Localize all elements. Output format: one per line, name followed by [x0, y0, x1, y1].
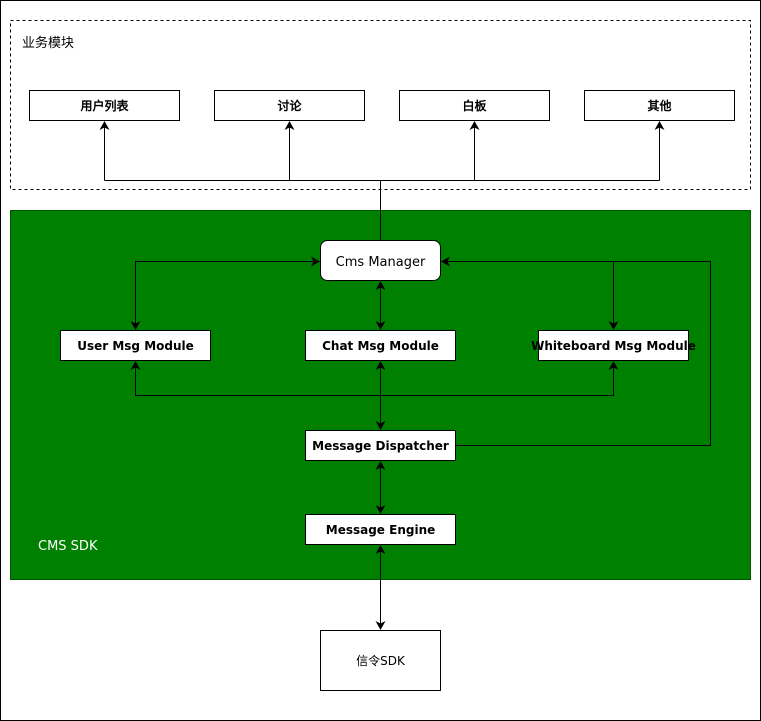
chat-msg-module-label: Chat Msg Module	[322, 339, 439, 353]
module-label-discussion: 讨论	[277, 98, 302, 113]
arrow-dispatcher-to-manager	[441, 256, 711, 446]
message-engine-label: Message Engine	[326, 523, 436, 537]
module-label-whiteboard: 白板	[462, 98, 487, 113]
message-engine-box	[305, 514, 456, 545]
chat-msg-module-box	[305, 330, 456, 361]
signal-sdk-box	[320, 630, 441, 691]
cms-manager-box	[320, 240, 441, 281]
module-box-whiteboard	[399, 90, 550, 121]
signal-sdk-label: 信令SDK	[356, 653, 406, 668]
message-dispatcher-box	[305, 430, 456, 461]
modules-bottom-bus	[130, 361, 619, 396]
module-box-discussion	[214, 90, 365, 121]
whiteboard-msg-module-label: Whiteboard Msg Module	[531, 339, 696, 353]
module-box-user-list	[29, 90, 180, 121]
whiteboard-msg-module-box	[538, 330, 689, 361]
message-dispatcher-label: Message Dispatcher	[312, 439, 449, 453]
user-msg-module-box	[60, 330, 211, 361]
arrow-manager-user-msg	[130, 256, 320, 330]
module-box-other	[584, 90, 735, 121]
cms-sdk-title: CMS SDK	[38, 539, 98, 554]
sdk-connectors	[130, 256, 711, 630]
module-label-user-list: 用户列表	[79, 98, 129, 113]
business-group-title: 业务模块	[22, 35, 74, 51]
user-msg-module-label: User Msg Module	[77, 339, 194, 353]
business-connectors	[99, 121, 665, 240]
cms-manager-label: Cms Manager	[336, 255, 426, 270]
module-label-other: 其他	[647, 98, 671, 113]
